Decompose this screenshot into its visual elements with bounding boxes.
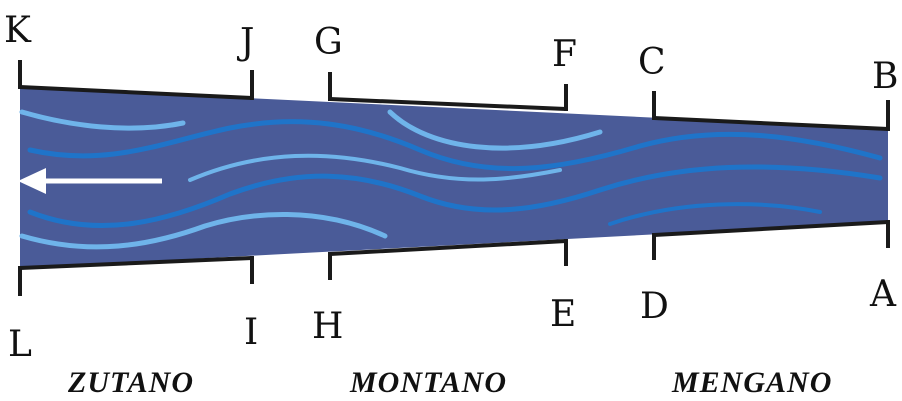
point-label-h: H xyxy=(312,306,343,347)
point-label-d: D xyxy=(640,286,669,327)
point-label-b: B xyxy=(872,56,898,97)
owner-label-mengano: MENGANO xyxy=(671,366,832,399)
point-label-g: G xyxy=(314,22,343,63)
owner-label-montano: MONTANO xyxy=(349,366,507,399)
point-label-a: A xyxy=(869,274,897,315)
point-label-i: I xyxy=(244,312,258,353)
point-label-l: L xyxy=(8,324,32,365)
point-label-e: E xyxy=(550,294,576,335)
point-label-f: F xyxy=(552,34,577,75)
point-label-k: K xyxy=(4,10,32,51)
point-label-c: C xyxy=(638,42,666,83)
owner-label-zutano: ZUTANO xyxy=(67,366,194,399)
point-label-j: J xyxy=(236,22,254,63)
